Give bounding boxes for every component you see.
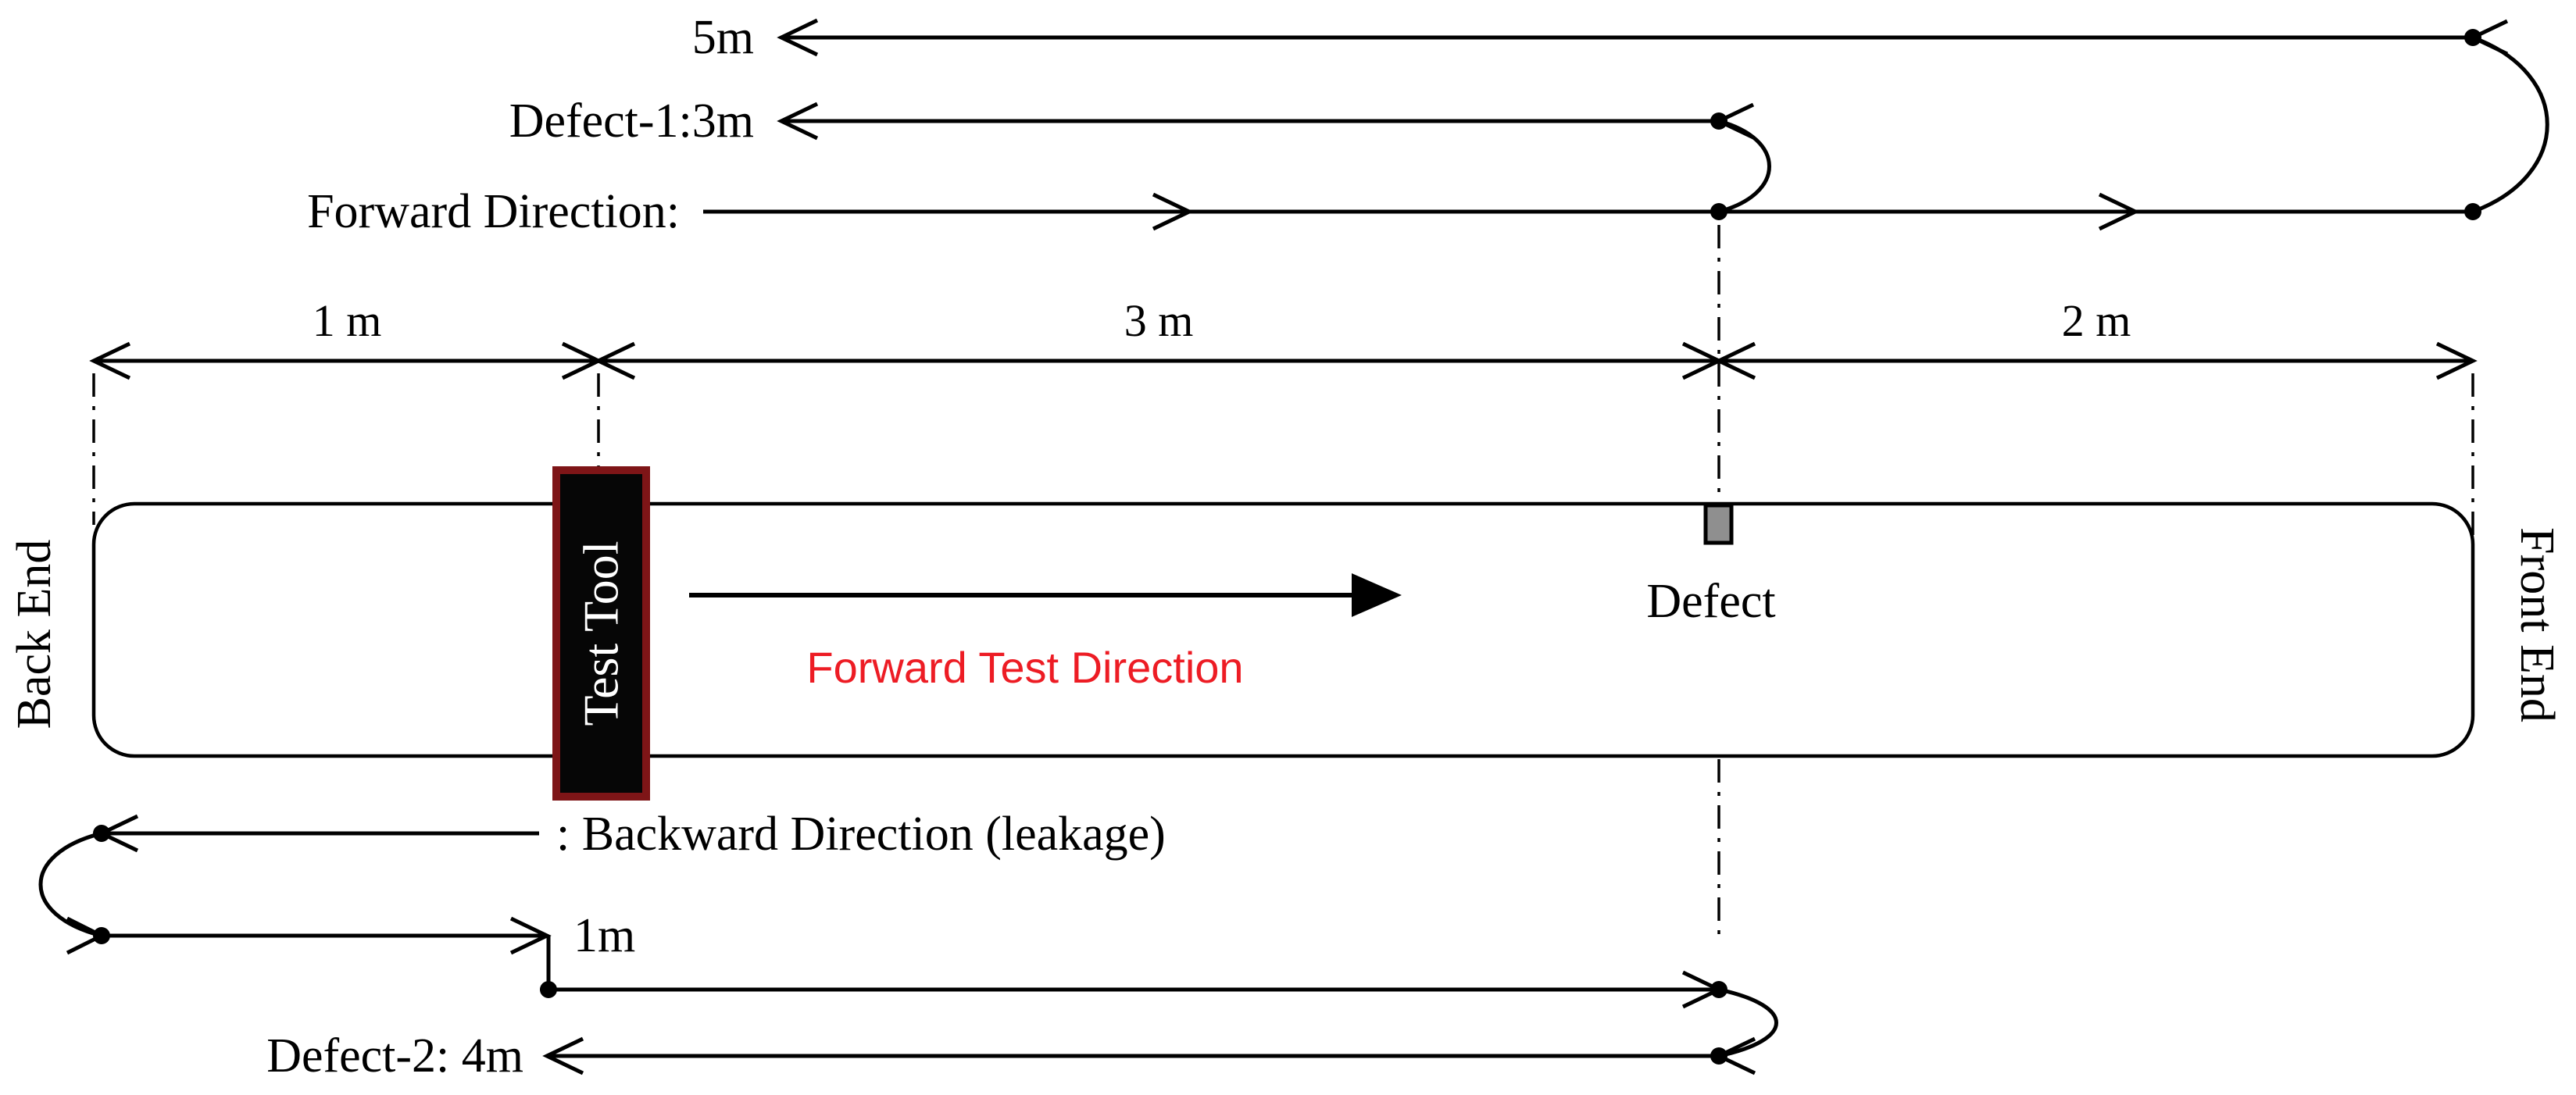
one-meter-label: 1m [573,909,635,962]
pipe-group: Back End Front End Forward Test Directio… [8,501,2563,758]
test-tool-group: Test Tool [552,466,650,801]
defect1-uturn-curve [1718,119,1771,214]
backward-echo-group: : Backward Direction (leakage) 1m Defect… [38,808,1778,1083]
back-end-label: Back End [8,540,61,729]
forward-direction-label: Forward Direction: [307,185,680,238]
dim-back-to-tool-label: 1 m [313,295,382,346]
dimension-group: 1 m 3 m 2 m [89,295,2478,380]
forward-echo-group: 5m Defect-1:3m Forward Direction: [307,11,2549,238]
arrowhead-left-icon [542,1036,584,1075]
forward-test-direction-label: Forward Test Direction [806,643,1243,692]
dim-tool-to-defect-label: 3 m [1124,295,1194,346]
defect-label: Defect [1646,575,1775,628]
pipe-body [91,501,2475,758]
dim-arrowhead-left-icon [1714,341,1756,380]
defect2-uturn-curve [1718,987,1778,1058]
dim-arrowhead-left-icon [89,341,131,380]
test-tool [552,466,650,801]
back-end-uturn-curve [38,831,102,938]
arrowhead-left-icon [777,18,819,57]
forward-test-arrowhead-icon [1352,573,1402,617]
dim-arrowhead-right-icon [2435,341,2478,380]
test-tool-label: Test Tool [573,541,629,726]
defect1-distance-label: Defect-1:3m [509,95,754,148]
reference-lines-group [92,225,2474,934]
front-end-label: Front End [2510,527,2563,722]
arrowhead-left-icon [777,102,819,141]
dim-defect-to-front-label: 2 m [2062,295,2131,346]
arrowhead-right-icon [2098,192,2140,231]
front-end-uturn-curve [2472,35,2549,214]
defect2-distance-label: Defect-2: 4m [266,1029,523,1083]
defect-marker [1703,503,1734,545]
backward-direction-legend: : Backward Direction (leakage) [556,808,1166,861]
arrowhead-right-icon [1152,192,1194,231]
total-distance-label: 5m [692,11,754,64]
dim-arrowhead-left-icon [594,341,636,380]
